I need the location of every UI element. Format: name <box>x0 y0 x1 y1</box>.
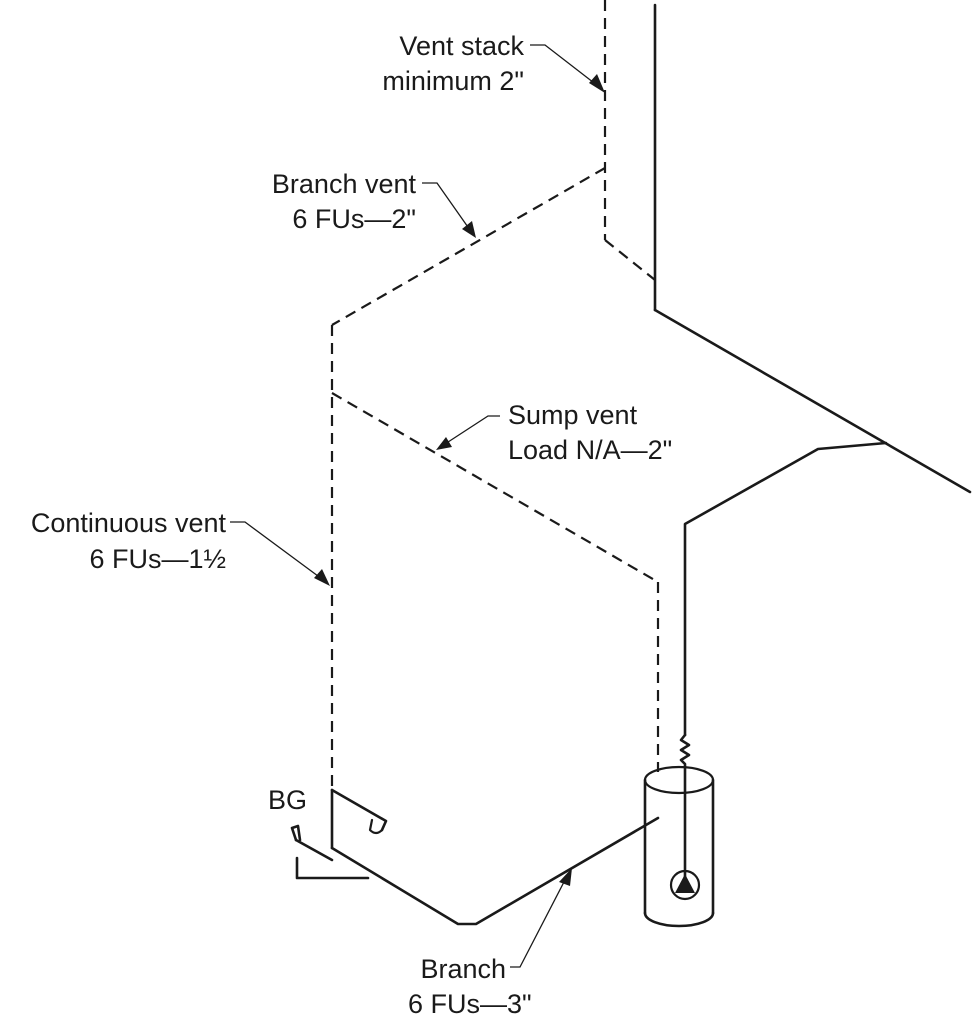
sump-basin <box>643 765 715 928</box>
fixture-code-label: BG <box>268 785 307 815</box>
branch-label-line1: Branch <box>420 954 506 984</box>
sump-vent-label-line1: Sump vent <box>508 400 638 430</box>
branch-label-line2: 6 FUs—3" <box>408 989 532 1019</box>
sump-vent-leader <box>436 415 500 450</box>
fixture-bg <box>290 788 388 880</box>
branch-vent-label-line1: Branch vent <box>272 169 417 199</box>
pump-discharge-pipe <box>679 441 888 880</box>
continuous-vent-leader <box>230 521 330 586</box>
float-switch-icon <box>679 733 691 880</box>
continuous-vent-label-line2: 6 FUs—1½ <box>89 544 226 574</box>
vent-stack-label-line1: Vent stack <box>399 31 524 61</box>
sump-vent-label-line2: Load N/A—2" <box>508 435 672 465</box>
vent-stack-label-line2: minimum 2" <box>382 66 524 96</box>
branch-leader <box>510 868 572 968</box>
pump-triangle-icon <box>669 869 701 901</box>
branch-vent-leader <box>422 182 476 238</box>
branch-vent-label-line2: 6 FUs—2" <box>292 204 416 234</box>
sump-vent <box>331 392 660 772</box>
vent-stack-leader <box>530 44 605 93</box>
branch-vent <box>331 167 606 326</box>
continuous-vent-label-line1: Continuous vent <box>31 508 227 538</box>
drain-branch <box>330 816 660 926</box>
vent-stack <box>603 0 972 494</box>
